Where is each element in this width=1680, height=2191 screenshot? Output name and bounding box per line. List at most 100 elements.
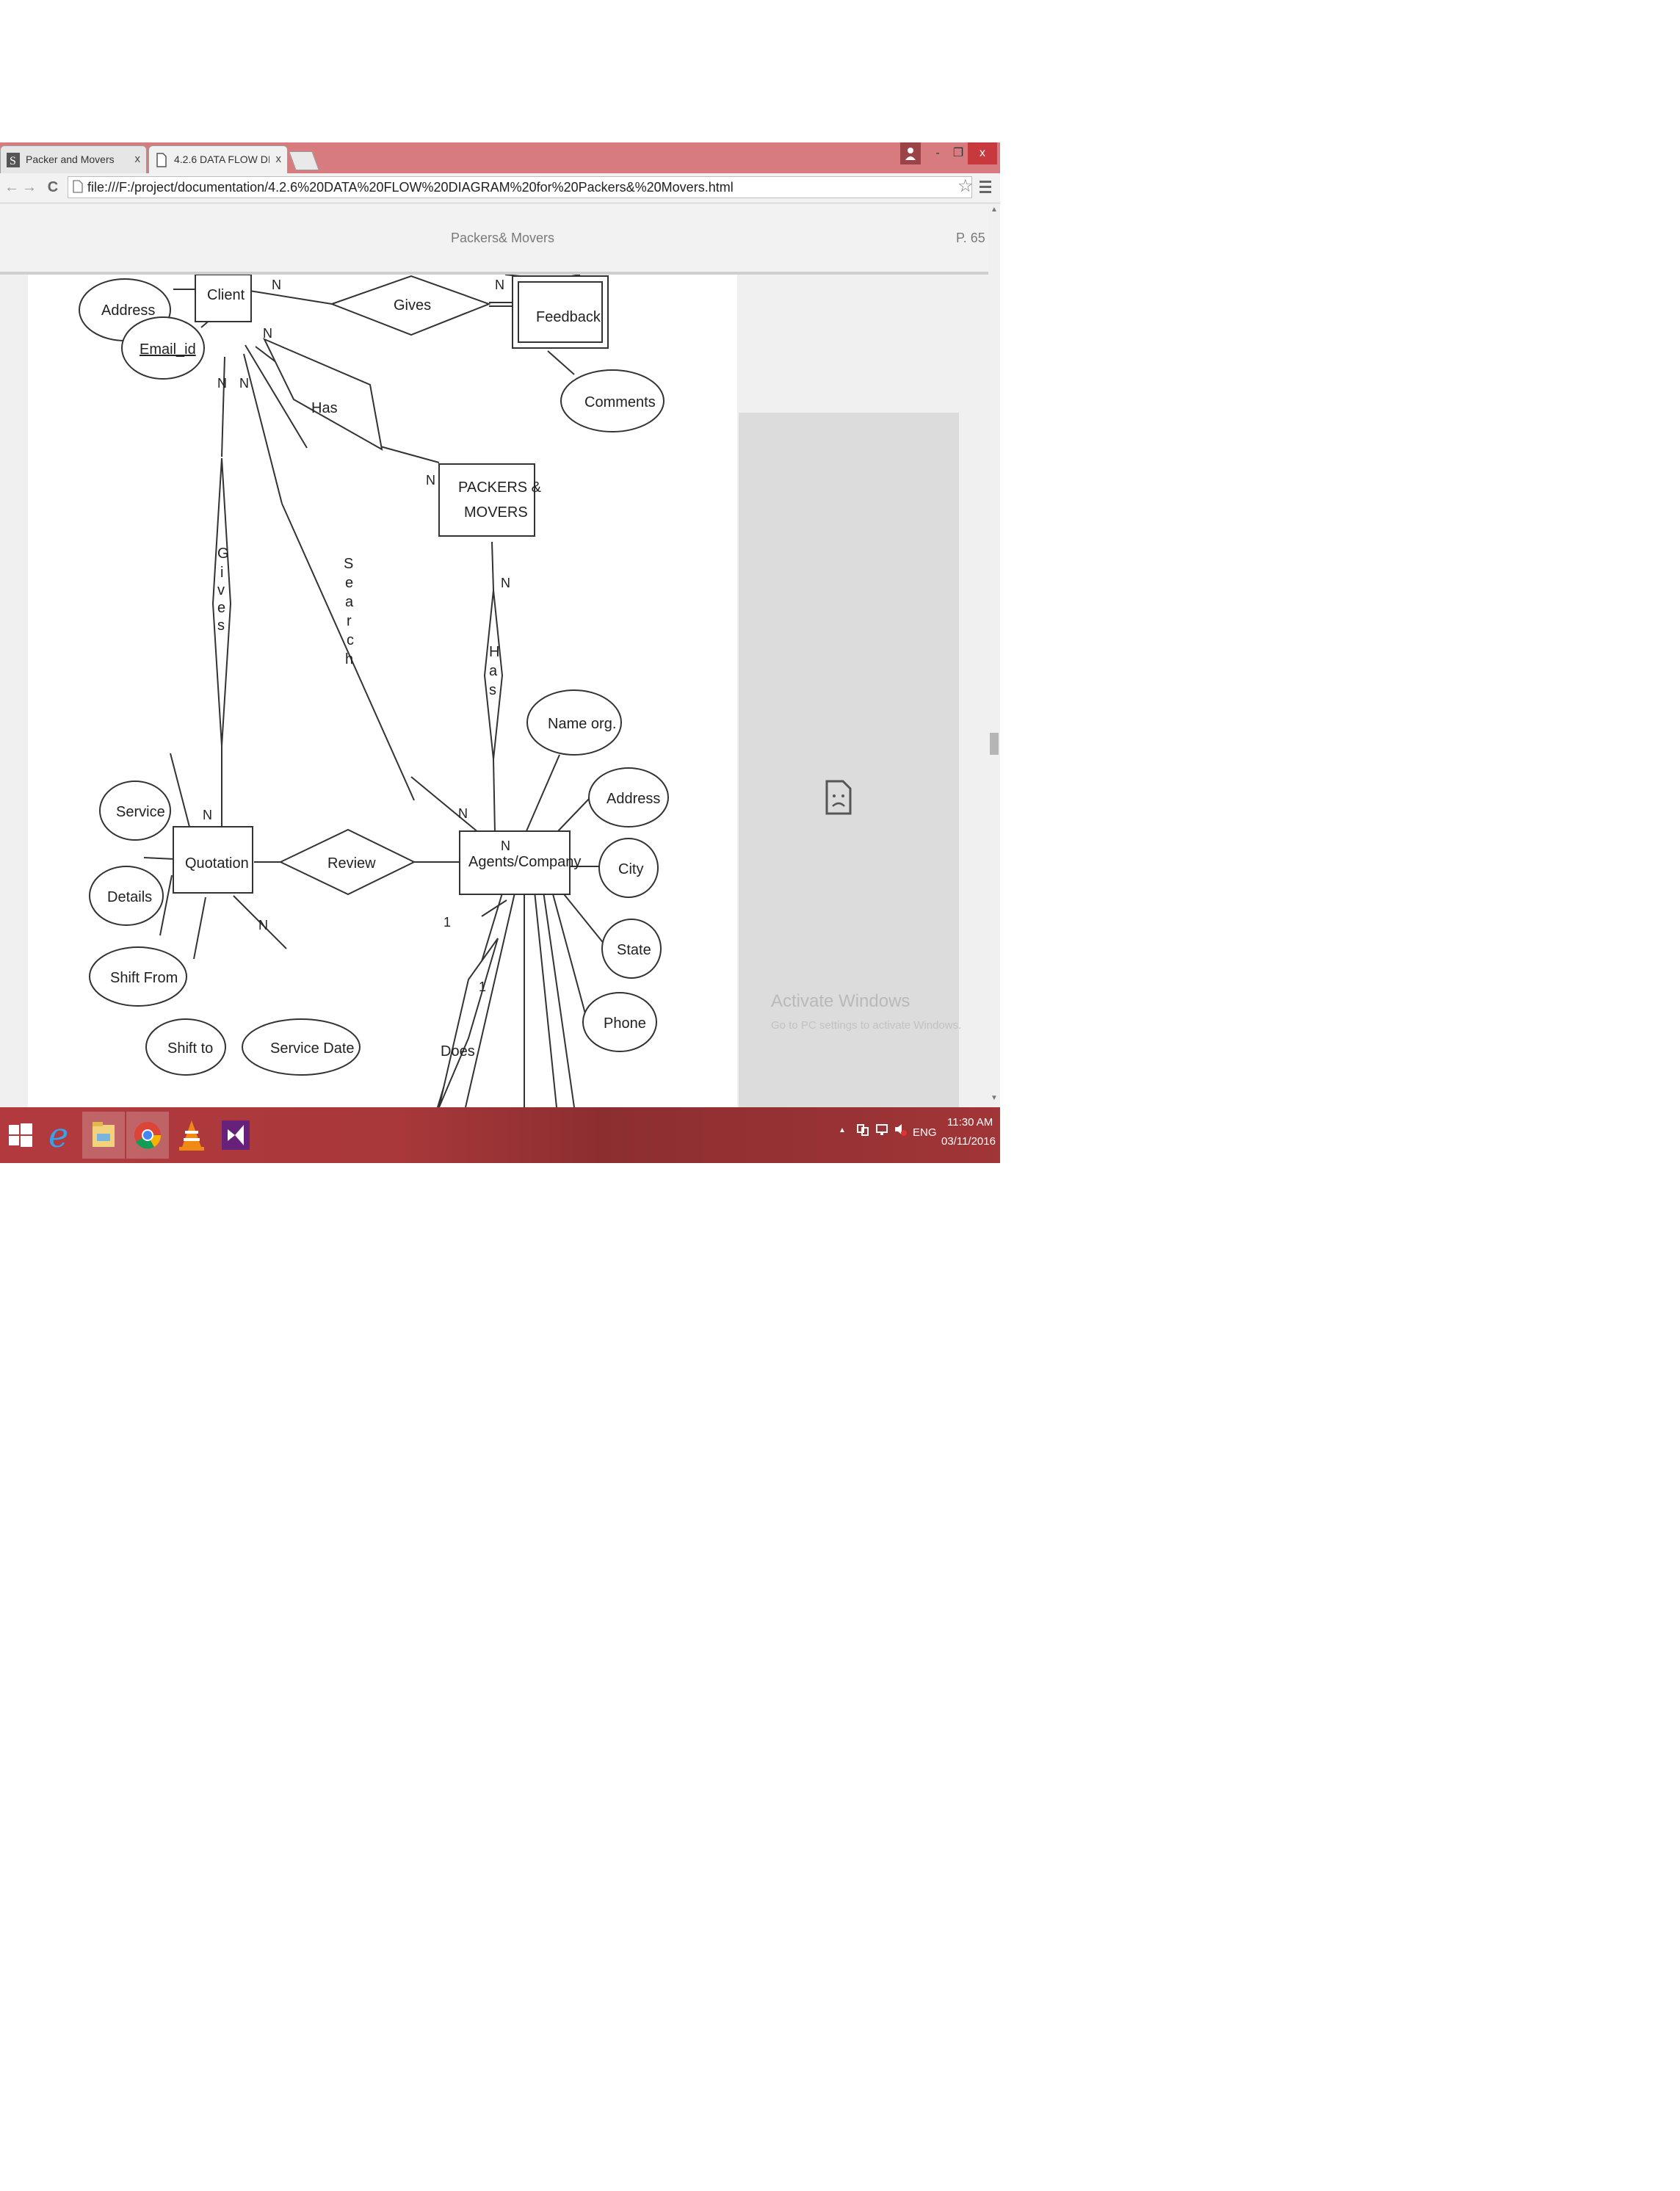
new-tab-button[interactable] xyxy=(289,151,319,170)
vertical-scrollbar[interactable]: ▲ ▼ xyxy=(988,204,1000,1107)
svg-text:s: s xyxy=(489,682,496,698)
document-page-area: Gives Has G i v e s S e a xyxy=(0,275,988,1107)
svg-text:e: e xyxy=(345,575,353,591)
bookmark-star-icon[interactable]: ☆ xyxy=(957,176,974,196)
attr-details xyxy=(89,866,164,926)
svg-text:State: State xyxy=(617,942,651,958)
document-paper: Gives Has G i v e s S e a xyxy=(28,275,737,1107)
tab-close-icon[interactable]: x xyxy=(275,153,282,165)
relationship-gives-vertical-label: G i v e s xyxy=(217,546,229,634)
close-window-button[interactable]: x xyxy=(968,142,997,164)
svg-text:r: r xyxy=(347,613,352,629)
relationship-lines xyxy=(143,275,609,1107)
svg-text:Address: Address xyxy=(101,303,155,319)
relationship-does xyxy=(438,938,499,1107)
tab-data-flow-diagram[interactable]: 4.2.6 DATA FLOW DIAGRA x xyxy=(148,145,288,173)
minimize-button[interactable]: - xyxy=(935,147,940,159)
attr-phone xyxy=(582,992,657,1052)
relationship-review-label: Review xyxy=(327,855,376,872)
restore-button[interactable]: ❐ xyxy=(952,147,964,159)
svg-text:a: a xyxy=(489,663,498,679)
relationship-search-vertical-label: S e a r c h xyxy=(344,556,354,667)
reload-button[interactable]: C xyxy=(47,179,59,195)
entity-client xyxy=(195,275,252,322)
tab-strip: S Packer and Movers x 4.2.6 DATA FLOW DI… xyxy=(0,142,1000,173)
svg-text:H: H xyxy=(489,644,499,660)
svg-text:N: N xyxy=(495,278,504,292)
site-favicon-icon: S xyxy=(7,153,20,167)
vlc-icon xyxy=(179,1120,204,1151)
svg-text:Name org.: Name org. xyxy=(548,716,616,732)
entity-feedback-label: Feedback xyxy=(536,309,601,325)
scroll-thumb[interactable] xyxy=(990,733,999,755)
svg-text:Shift From: Shift From xyxy=(110,970,178,986)
svg-text:N: N xyxy=(217,376,227,391)
svg-text:N: N xyxy=(239,376,249,391)
monitor-icon[interactable] xyxy=(875,1122,888,1137)
entity-packers-line1: PACKERS & xyxy=(458,479,542,496)
relationship-gives-feedback-label: Gives xyxy=(394,297,431,314)
attr-email-id xyxy=(121,316,205,380)
relationship-has-agents xyxy=(483,590,504,760)
back-button[interactable]: ← xyxy=(4,179,19,195)
tab-title: Packer and Movers xyxy=(26,153,115,165)
svg-text:S: S xyxy=(344,556,353,572)
svg-text:N: N xyxy=(458,806,468,821)
tab-packer-and-movers[interactable]: S Packer and Movers x xyxy=(0,145,147,173)
forward-button[interactable]: → xyxy=(22,179,37,195)
entity-packers-movers xyxy=(438,463,535,537)
entity-client-label: Client xyxy=(207,287,245,303)
svg-text:h: h xyxy=(345,651,353,667)
file-explorer-icon xyxy=(93,1122,115,1147)
entity-agents-company xyxy=(459,830,571,895)
svg-text:1: 1 xyxy=(479,979,486,994)
clock-time[interactable]: 11:30 AM xyxy=(947,1116,993,1129)
address-bar[interactable]: file:///F:/project/documentation/4.2.6%2… xyxy=(68,176,972,198)
chrome-menu-icon[interactable] xyxy=(980,181,991,196)
svg-text:S: S xyxy=(10,155,16,167)
er-diagram: Gives Has G i v e s S e a xyxy=(79,275,669,1107)
network-icon[interactable] xyxy=(856,1122,869,1137)
attr-comments xyxy=(560,369,665,432)
taskbar-visual-studio[interactable] xyxy=(214,1112,257,1159)
svg-text:i: i xyxy=(220,565,223,581)
entity-packers-line2: MOVERS xyxy=(464,504,528,521)
scroll-up-icon[interactable]: ▲ xyxy=(991,206,998,214)
input-language[interactable]: ENG xyxy=(913,1126,937,1139)
taskbar-chrome[interactable] xyxy=(126,1112,169,1159)
taskbar-vlc[interactable] xyxy=(170,1112,213,1159)
svg-text:Details: Details xyxy=(107,889,152,905)
activate-windows-title: Activate Windows xyxy=(771,991,910,1011)
svg-text:N: N xyxy=(203,808,212,822)
broken-image-icon xyxy=(825,780,852,815)
tray-overflow-icon[interactable]: ▲ xyxy=(839,1126,846,1134)
visual-studio-icon xyxy=(222,1120,250,1150)
attr-name-org xyxy=(526,689,622,756)
relationship-has-packers-label: Has xyxy=(311,400,338,416)
taskbar-internet-explorer[interactable]: e xyxy=(38,1112,81,1159)
svg-text:e: e xyxy=(48,1115,68,1155)
relationship-gives-feedback xyxy=(330,275,491,336)
tab-close-icon[interactable]: x xyxy=(134,153,141,165)
svg-text:s: s xyxy=(217,618,225,634)
svg-text:N: N xyxy=(426,473,435,488)
user-icon[interactable] xyxy=(900,142,921,164)
document-icon xyxy=(156,153,167,167)
entity-agents-label: Agents/Company xyxy=(468,854,581,870)
taskbar-file-explorer[interactable] xyxy=(82,1112,125,1159)
svg-text:e: e xyxy=(217,600,225,616)
clock-date[interactable]: 03/11/2016 xyxy=(941,1135,996,1148)
entity-feedback xyxy=(512,275,609,349)
chrome-icon xyxy=(134,1122,162,1149)
volume-muted-icon[interactable] xyxy=(893,1122,908,1137)
screenshot-window: S Packer and Movers x 4.2.6 DATA FLOW DI… xyxy=(0,142,1000,1163)
svg-text:v: v xyxy=(217,582,225,598)
scroll-down-icon[interactable]: ▼ xyxy=(991,1094,998,1102)
svg-text:N: N xyxy=(501,576,510,590)
document-header-title: Packers& Movers xyxy=(451,231,555,245)
entity-quotation xyxy=(173,826,253,894)
document-header: Packers& Movers P. 65 xyxy=(0,204,988,275)
attr-shift-to xyxy=(145,1018,226,1076)
attr-service xyxy=(99,781,171,841)
start-button[interactable] xyxy=(0,1112,43,1159)
